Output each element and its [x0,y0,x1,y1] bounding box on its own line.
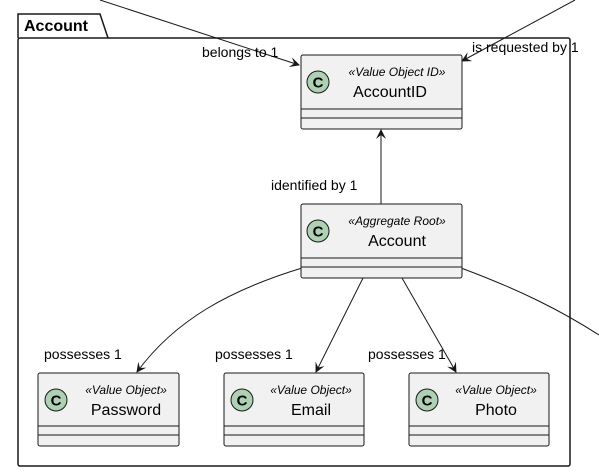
relation-possesses-password: possesses 1 [44,267,303,373]
relation-possesses-email: possesses 1 [215,277,364,373]
class-account-stereotype: «Aggregate Root» [348,214,446,228]
package-account: Account [17,13,571,467]
belongs-to-line [99,0,300,67]
class-icon [44,388,68,412]
outgoing-relation-line [460,267,599,336]
class-password-box[interactable] [37,372,180,447]
class-email-box[interactable] [223,372,365,447]
possesses-photo-line [401,277,457,373]
class-password-name: Password [91,402,161,419]
class-accountid-name: AccountID [353,84,427,101]
class-icon-glyph: C [51,393,62,410]
class-email-stereotype: «Value Object» [270,383,352,397]
external-relation-is-requested-by: is requested by 1 [461,0,579,62]
class-icon [306,219,330,243]
class-account-box[interactable] [300,203,463,279]
relation-identified-by: identified by 1 [271,129,386,204]
class-icon [230,388,254,412]
class-photo-name: Photo [475,402,517,419]
package-tab [17,13,109,39]
belongs-to-label: belongs to 1 [202,44,278,60]
package-frame [17,37,571,467]
class-icon [415,388,439,412]
class-password-stereotype: «Value Object» [85,383,167,397]
class-password[interactable]: C «Value Object» Password [37,372,180,447]
class-accountid[interactable]: C «Value Object ID» AccountID [300,54,463,130]
is-requested-by-label: is requested by 1 [472,39,579,55]
class-photo-stereotype: «Value Object» [455,383,537,397]
possesses-photo-label: possesses 1 [368,346,446,362]
possesses-password-label: possesses 1 [44,346,122,362]
package-title: Account [24,18,89,35]
class-accountid-box[interactable] [300,54,463,130]
class-account-name: Account [368,233,426,250]
class-accountid-stereotype: «Value Object ID» [349,65,446,79]
possesses-password-line [136,267,303,373]
class-email[interactable]: C «Value Object» Email [223,372,365,447]
external-relation-belongs-to: belongs to 1 [99,0,300,67]
class-account[interactable]: C «Aggregate Root» Account [300,203,463,279]
class-photo[interactable]: C «Value Object» Photo [408,372,550,447]
identified-by-label: identified by 1 [271,177,358,193]
class-photo-box[interactable] [408,372,550,447]
class-icon [306,70,330,94]
possesses-email-line [315,277,364,373]
is-requested-by-line [461,0,576,62]
class-icon-glyph: C [313,224,324,241]
possesses-email-label: possesses 1 [215,346,293,362]
class-icon-glyph: C [237,393,248,410]
class-icon-glyph: C [313,75,324,92]
class-icon-glyph: C [422,393,433,410]
relation-possesses-photo: possesses 1 [368,277,457,373]
class-email-name: Email [291,402,331,419]
